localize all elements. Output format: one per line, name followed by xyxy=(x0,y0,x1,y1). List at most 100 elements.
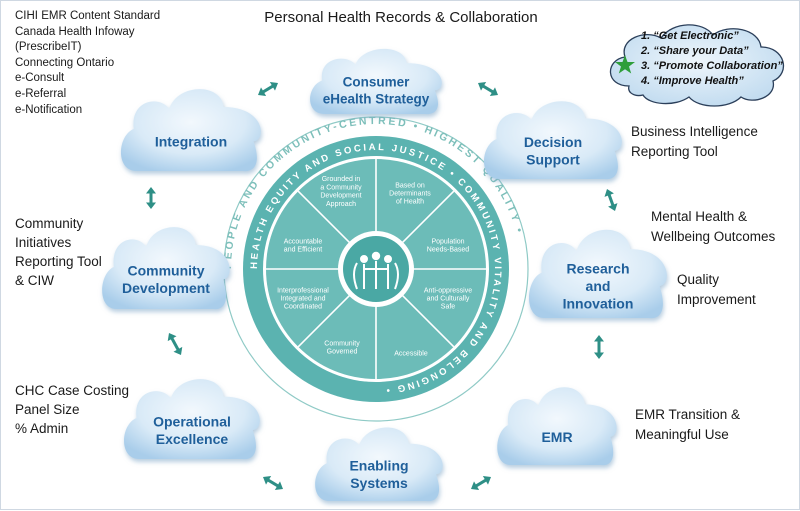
segment-label-line: Community xyxy=(324,340,360,347)
double-arrow-icon xyxy=(594,335,604,359)
cloud-shape xyxy=(483,101,622,180)
annotation-line: Mental Health & xyxy=(651,209,748,224)
values-wheel: PEOPLE AND COMMUNITY-CENTRED • HIGHEST Q… xyxy=(222,115,529,422)
cloud-shape xyxy=(310,48,442,115)
cloud-label: Support xyxy=(526,152,580,168)
annotation-line: EMR Transition & xyxy=(635,407,741,422)
page-title: Personal Health Records & Collaboration xyxy=(264,9,538,26)
cloud-label: Consumer xyxy=(343,75,411,90)
connector-arrows xyxy=(146,82,618,490)
cloud-label: Community xyxy=(128,263,205,279)
segment-label-line: Governed xyxy=(327,349,358,356)
annotation-line: % Admin xyxy=(15,421,69,436)
list-item: e-Referral xyxy=(15,87,67,100)
double-arrow-icon xyxy=(167,333,183,355)
double-arrow-icon xyxy=(604,189,618,211)
segment-label-line: Anti-oppressive xyxy=(424,287,472,294)
segment-label-line: Approach xyxy=(326,201,356,208)
segment-label-line: Accessible xyxy=(394,351,428,358)
annotation-emr-transition: EMR Transition & Meaningful Use xyxy=(635,405,740,445)
wheel-segment-label: Accountable and Efficient xyxy=(284,238,323,253)
list-item: CIHI EMR Content Standard xyxy=(15,10,161,22)
wheel-segment-label: Grounded ina CommunityDevelopmentApproac… xyxy=(320,176,362,208)
legend-item: 1. “Get Electronic” xyxy=(641,30,739,42)
cloud-label: and xyxy=(586,278,611,294)
annotation-community-initiatives: Community Initiatives Reporting Tool & C… xyxy=(15,214,102,290)
segment-label-line: of Health xyxy=(396,199,424,206)
legend-item: 2. “Share your Data” xyxy=(640,45,749,57)
cloud-label: Decision xyxy=(524,134,582,150)
top-left-list: CIHI EMR Content Standard Canada Health … xyxy=(15,9,160,118)
annotation-line: Initiatives xyxy=(15,235,72,250)
annotation-mental-health: Mental Health & Wellbeing Outcomes xyxy=(651,207,775,247)
annotation-line: Improvement xyxy=(677,292,756,307)
double-arrow-icon xyxy=(478,82,498,96)
segment-label-line: Grounded in xyxy=(322,176,361,183)
cloud-integration: Integration xyxy=(120,89,261,172)
annotation-line: Reporting Tool xyxy=(631,144,718,159)
cloud-label: EMR xyxy=(541,429,572,445)
list-item: (PrescribeIT) xyxy=(15,41,82,54)
segment-label-line: and Efficient xyxy=(284,247,322,254)
list-item: e-Notification xyxy=(15,103,83,116)
cloud-label: Development xyxy=(122,280,210,296)
legend-item: 4. “Improve Health” xyxy=(640,75,744,87)
segment-label-line: Needs-Based xyxy=(427,247,470,254)
segment-label-line: Coordinated xyxy=(284,304,322,311)
cloud-shape xyxy=(124,379,260,460)
cloud-consumer-ehealth-strategy: Consumer eHealth Strategy xyxy=(310,48,442,115)
annotation-quality-improvement: Quality Improvement xyxy=(677,270,756,310)
list-item: Connecting Ontario xyxy=(15,56,115,69)
segment-label-line: Interprofessional xyxy=(277,287,329,294)
cloud-emr: EMR xyxy=(497,387,617,466)
legend-item: 3. “Promote Collaboration” xyxy=(641,60,783,72)
segment-label-line: Accountable xyxy=(284,238,323,245)
cloud-label: Research xyxy=(566,260,629,276)
cloud-label: Operational xyxy=(153,413,231,429)
cloud-shape xyxy=(102,227,230,310)
annotation-chc-case-costing: CHC Case Costing Panel Size % Admin xyxy=(15,381,129,438)
annotation-line: Reporting Tool xyxy=(15,254,102,269)
segment-label-line: Determinants xyxy=(389,191,431,198)
star-icon xyxy=(615,55,635,74)
segment-label-line: Development xyxy=(320,193,361,200)
annotation-line: Community xyxy=(15,216,84,231)
double-arrow-icon xyxy=(263,476,283,490)
legend-cloud-shape xyxy=(609,24,784,107)
segment-label-line: Population xyxy=(431,238,464,245)
cloud-label: Enabling xyxy=(349,458,408,474)
wheel-segment-label: Accessible xyxy=(394,351,428,358)
legend-items: 1. “Get Electronic” 2. “Share your Data”… xyxy=(640,30,783,87)
annotation-line: CHC Case Costing xyxy=(15,383,130,398)
cloud-shape xyxy=(315,427,443,502)
double-arrow-icon xyxy=(146,187,156,209)
cloud-shape xyxy=(497,387,617,466)
list-item: e-Consult xyxy=(15,72,65,85)
annotation-business-intelligence: Business Intelligence Reporting Tool xyxy=(631,122,758,162)
double-arrow-icon xyxy=(471,476,491,490)
segment-label-line: Safe xyxy=(441,304,456,311)
cloud-label: Integration xyxy=(155,133,227,149)
annotation-line: Panel Size xyxy=(15,402,80,417)
annotation-line: Wellbeing Outcomes xyxy=(651,229,776,244)
cloud-label: Innovation xyxy=(563,295,634,311)
annotation-line: Business Intelligence xyxy=(631,124,758,139)
segment-label-line: Based on xyxy=(395,182,425,189)
cloud-label: eHealth Strategy xyxy=(323,92,430,107)
annotation-line: Quality xyxy=(677,272,720,287)
annotation-line: & CIW xyxy=(15,273,54,288)
annotation-line: Meaningful Use xyxy=(635,427,729,442)
